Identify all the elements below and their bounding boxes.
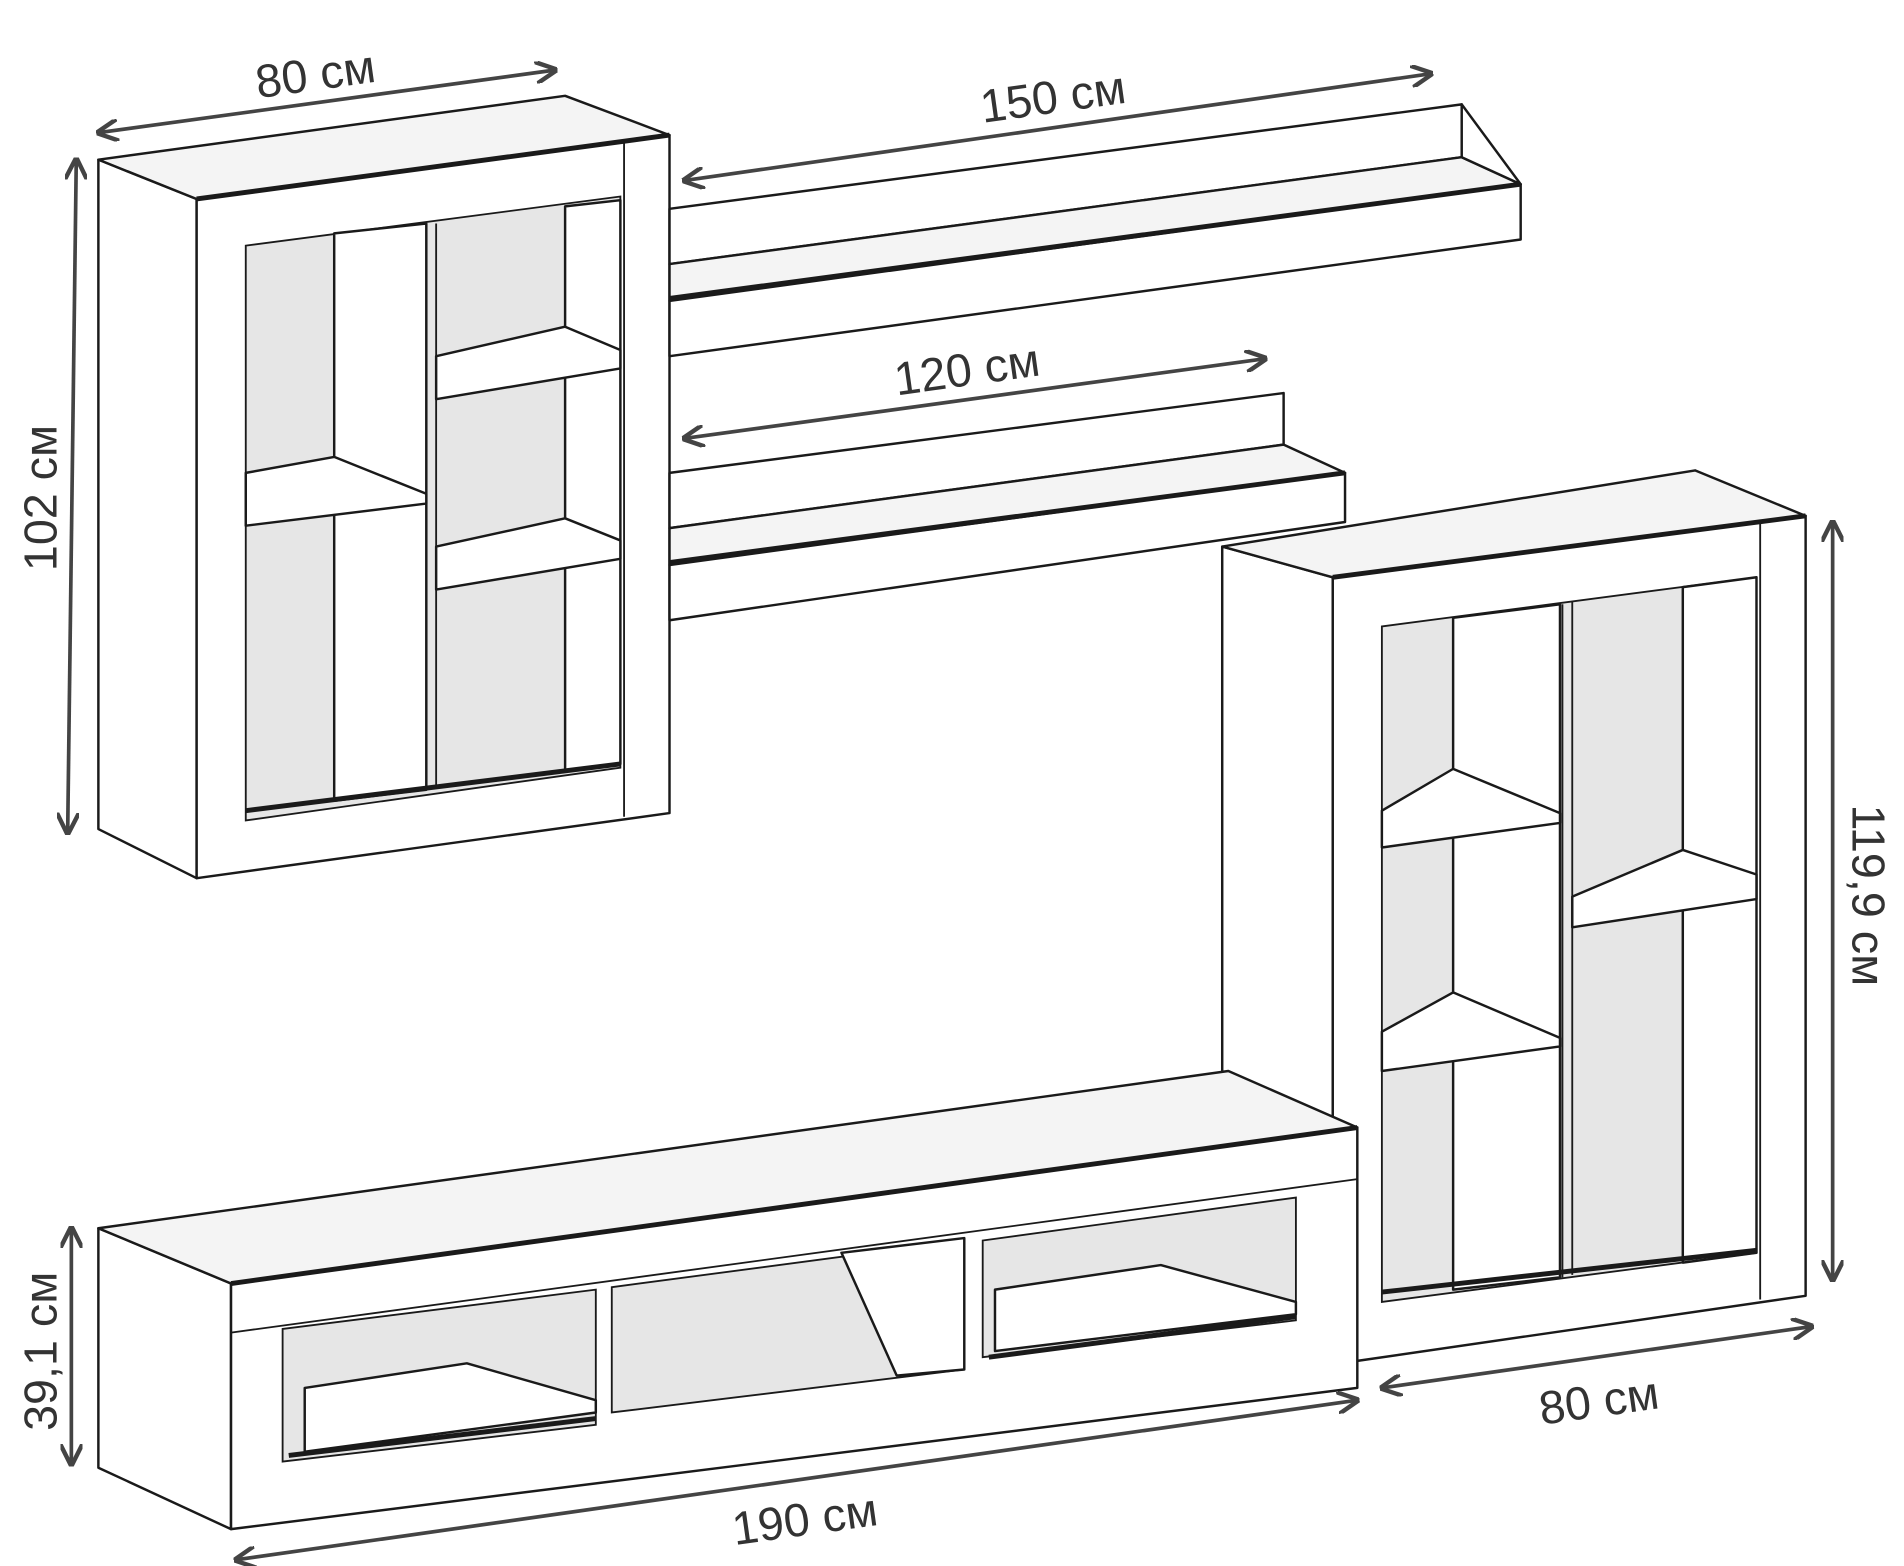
wall-cabinet bbox=[97, 94, 671, 880]
label-tv-stand-width: 190 см bbox=[729, 1483, 881, 1555]
shelf-150 bbox=[668, 103, 1522, 358]
label-tv-stand-height: 39,1 см bbox=[15, 1272, 67, 1431]
label-tall-cabinet-height: 119,9 см bbox=[1842, 804, 1894, 986]
label-wall-cabinet-height: 102 см bbox=[15, 425, 67, 571]
label-shelf-120-width: 120 см bbox=[891, 334, 1043, 406]
tv-stand bbox=[97, 1069, 1359, 1531]
dimension-lines bbox=[68, 70, 1833, 1560]
label-tall-cabinet-width: 80 см bbox=[1536, 1366, 1662, 1434]
